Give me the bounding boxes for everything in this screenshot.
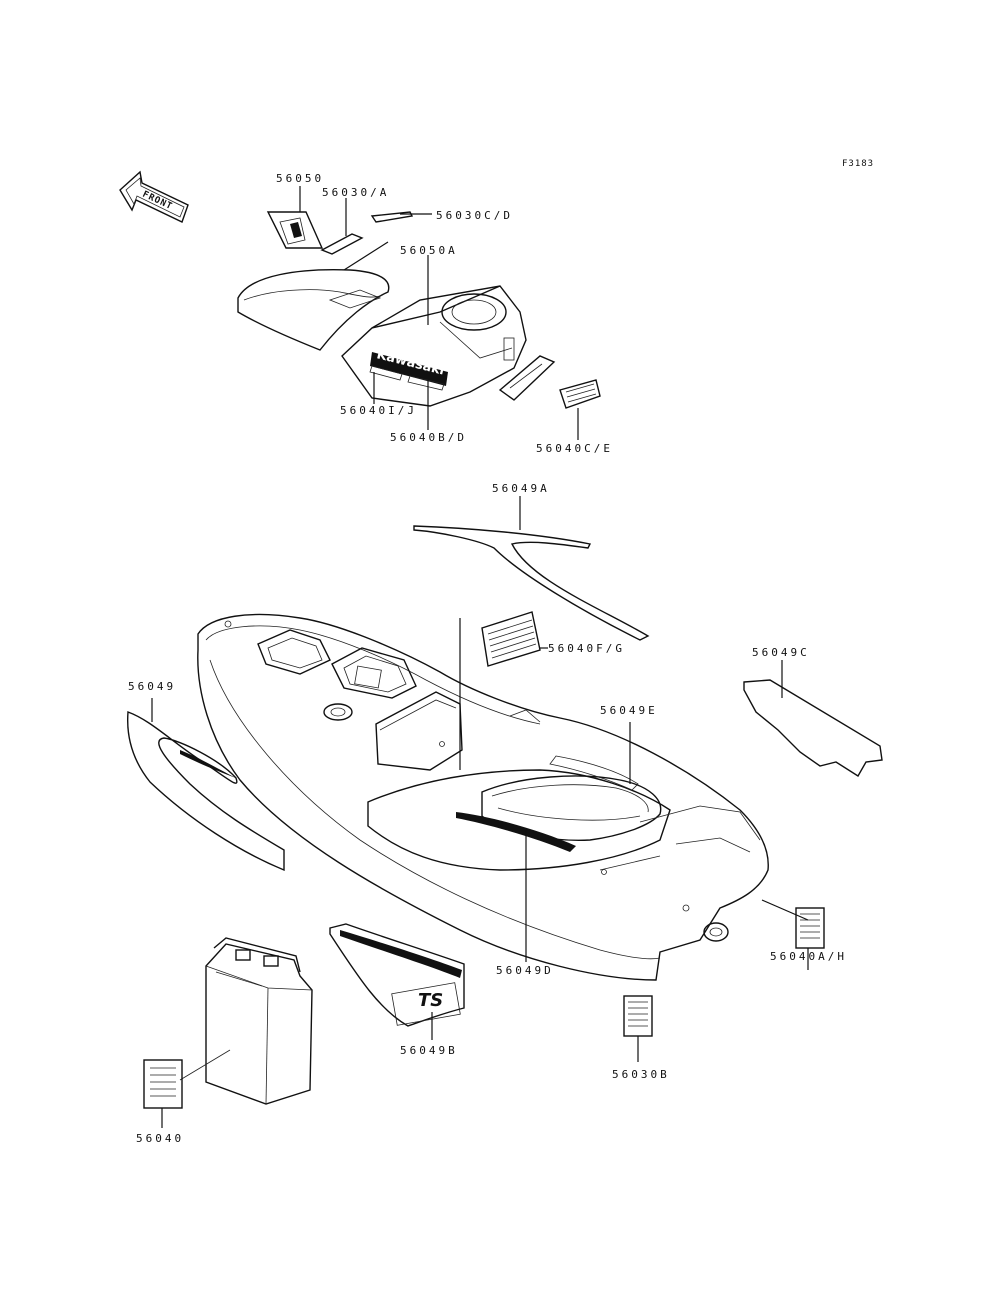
label-56040c-e: 56040C/E	[536, 442, 613, 455]
decal-56049b: TS	[329, 923, 465, 1040]
label-56049: 56049	[128, 680, 176, 693]
label-56030b: 56030B	[612, 1068, 670, 1081]
badge-ts: TS	[418, 990, 443, 1011]
label-56030c-d: 56030C/D	[436, 209, 513, 222]
label-56040i-j: 56040I/J	[340, 404, 417, 417]
label-56049c: 56049C	[752, 646, 810, 659]
decal-56040fg	[459, 611, 548, 770]
decal-56049c	[743, 660, 883, 777]
hull-body	[197, 613, 769, 981]
label-56040: 56040	[136, 1132, 184, 1145]
hood-assembly: Kawasaki	[237, 211, 601, 409]
label-56049d: 56049D	[496, 964, 554, 977]
decal-56030b	[623, 995, 653, 1062]
front-label: FRONT	[141, 190, 174, 213]
label-56040b-d: 56040B/D	[390, 431, 467, 444]
figure-code: F3183	[842, 159, 874, 169]
leader-lines-top	[299, 186, 579, 440]
part-labels: 56050 56030/A 56030C/D 56050A 56040I/J 5…	[128, 172, 847, 1145]
decal-56049	[127, 698, 285, 872]
decal-56040ah	[795, 907, 825, 949]
decal-56040	[143, 1059, 183, 1128]
decal-56049a	[413, 496, 650, 641]
label-56050a: 56050A	[400, 244, 458, 257]
label-56050: 56050	[276, 172, 324, 185]
front-arrow-icon: FRONT	[119, 170, 189, 223]
leader-lines-mid	[525, 722, 809, 970]
label-56040a-h: 56040A/H	[770, 950, 847, 963]
battery	[179, 937, 313, 1105]
label-56049e: 56049E	[600, 704, 658, 717]
label-56049b: 56049B	[400, 1044, 458, 1057]
label-56049a: 56049A	[492, 482, 550, 495]
label-56040f-g: 56040F/G	[548, 642, 625, 655]
label-56030-a: 56030/A	[322, 186, 389, 199]
